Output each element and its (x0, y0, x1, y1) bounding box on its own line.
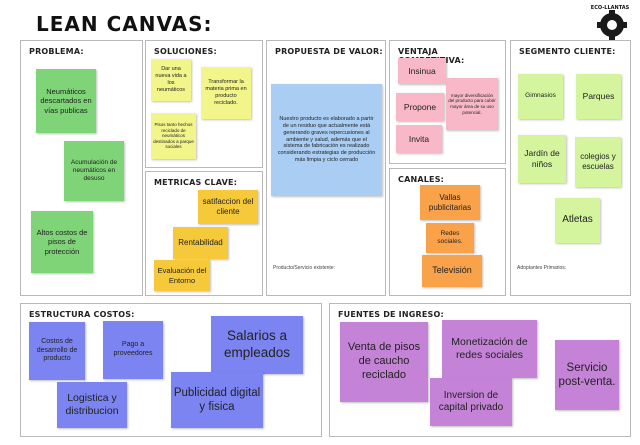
sticky-note[interactable]: Dar una nueva vida a los neumáticos (151, 59, 191, 101)
sticky-note[interactable]: Rentabilidad (173, 227, 228, 259)
problema-panel: PROBLEMA: Neumáticos descartados en vías… (20, 40, 143, 296)
problema-title: PROBLEMA: (29, 47, 84, 56)
sticky-note[interactable]: Insinua (398, 58, 446, 84)
sticky-note[interactable]: Transformar la materia prima en producto… (201, 67, 251, 119)
canales-panel: CANALES: Vallas publicitarias Redes soci… (389, 168, 506, 296)
sticky-note[interactable]: Neumáticos descartados en vías publicas (36, 69, 96, 133)
sticky-note[interactable]: Jardín de niños (518, 135, 566, 183)
sticky-note[interactable]: Altos costos de pisos de protección (31, 211, 93, 273)
metricas-panel: METRICAS CLAVE: satifaccion del cliente … (145, 171, 263, 296)
sticky-note[interactable]: Publicidad digital y fisica (171, 372, 263, 428)
sticky-note[interactable]: Costos de desarrollo de producto (29, 322, 85, 380)
segmento-panel: SEGMENTO CLIENTE: Gimnasios Parques Jard… (510, 40, 631, 296)
segmento-title: SEGMENTO CLIENTE: (519, 47, 616, 56)
gear-icon (600, 13, 624, 37)
sticky-note[interactable]: Acumulación de neumáticos en desuso (64, 141, 124, 201)
gear-tooth (609, 34, 615, 40)
sticky-note[interactable]: Venta de pisos de caucho reciclado (340, 322, 428, 402)
propuesta-panel: PROPUESTA DE VALOR: Nuestro producto es … (266, 40, 386, 296)
logo-text: ECO-LLANTAS (590, 5, 630, 11)
sticky-note[interactable]: Evaluación del Entorno (154, 260, 210, 291)
canales-title: CANALES: (398, 175, 445, 184)
sticky-note[interactable]: Nuestro producto es elaborado a partir d… (271, 84, 382, 196)
sticky-note[interactable]: colegios y escuelas (575, 137, 621, 187)
costos-title: ESTRUCTURA COSTOS: (29, 310, 135, 319)
sticky-note[interactable]: Monetización de redes sociales (442, 320, 537, 378)
page-title: LEAN CANVAS: (36, 12, 213, 36)
sticky-note[interactable]: Redes sociales. (426, 223, 474, 253)
ingresos-panel: FUENTES DE INGRESO: Venta de pisos de ca… (329, 303, 631, 437)
costos-panel: ESTRUCTURA COSTOS: Costos de desarrollo … (20, 303, 322, 437)
propuesta-footer: Producto/Servicio existente: (273, 265, 335, 271)
sticky-note[interactable]: Vallas publicitarias (420, 185, 480, 220)
metricas-title: METRICAS CLAVE: (154, 178, 238, 187)
gear-tooth (621, 22, 627, 28)
sticky-note[interactable]: Parques (576, 74, 621, 119)
sticky-note[interactable]: Atletas (555, 198, 600, 243)
ingresos-title: FUENTES DE INGRESO: (338, 310, 444, 319)
sticky-note[interactable]: Pisos tanto hechos reciclado de neumátic… (151, 113, 196, 159)
sticky-note[interactable]: Logistica y distribucion (57, 382, 127, 428)
sticky-note[interactable]: mayor diversificación del producto para … (446, 78, 498, 130)
sticky-note[interactable]: Inversion de capital privado (430, 378, 512, 426)
sticky-note[interactable]: Pago a proveedores (103, 321, 163, 379)
sticky-note[interactable]: Gimnasios (518, 74, 563, 119)
gear-tooth (597, 22, 603, 28)
propuesta-title: PROPUESTA DE VALOR: (275, 47, 383, 56)
gear-tooth (609, 10, 615, 16)
segmento-footer: Adoptantes Primarios: (517, 265, 567, 271)
sticky-note[interactable]: Servicio post-venta. (555, 340, 619, 410)
brand-logo: ECO-LLANTAS (588, 5, 632, 41)
soluciones-title: SOLUCIONES: (154, 47, 217, 56)
soluciones-panel: SOLUCIONES: Dar una nueva vida a los neu… (145, 40, 263, 168)
sticky-note[interactable]: Invita (396, 125, 442, 153)
ventaja-panel: VENTAJA COMPETITIVA: Insinua Propone Inv… (389, 40, 506, 164)
sticky-note[interactable]: Propone (396, 93, 444, 121)
sticky-note[interactable]: Televisión (422, 255, 482, 287)
sticky-note[interactable]: satifaccion del cliente (198, 190, 258, 224)
sticky-note[interactable]: Salarios a empleados (211, 316, 303, 374)
